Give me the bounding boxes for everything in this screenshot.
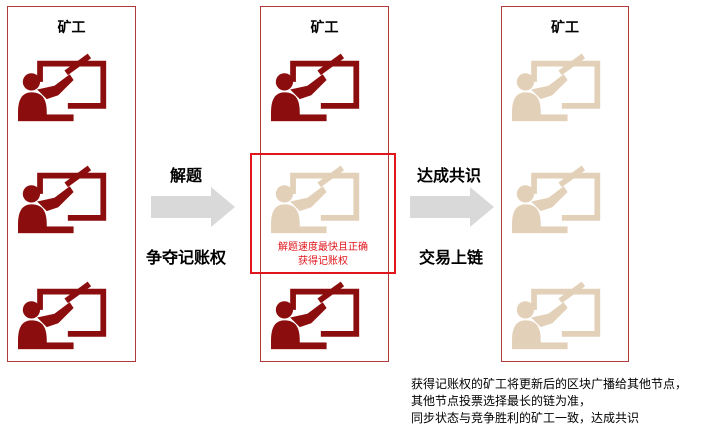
- step-consensus-label: 达成共识: [417, 166, 482, 185]
- miner-presenter-icon: [271, 281, 363, 356]
- miner-presenter-icon: [271, 53, 363, 128]
- winner-caption-line-1: 解题速度最快且正确: [278, 242, 368, 253]
- miner-presenter-icon: [18, 53, 110, 128]
- miner-presenter-icon: [512, 281, 604, 356]
- note-line-2: 其他节点投票选择最长的链为准，: [411, 394, 592, 408]
- step-compete-label: 争夺记账权: [146, 248, 227, 267]
- panel-title: 矿工: [310, 20, 339, 36]
- winner-caption-line-2: 获得记账权: [298, 256, 348, 267]
- note-line-3: 同步状态与竞争胜利的矿工一致，达成共识: [411, 411, 640, 425]
- step-solve-label: 解题: [170, 166, 203, 185]
- miner-panel-1: 矿工: [7, 6, 136, 362]
- miner-presenter-icon: [18, 281, 110, 356]
- winner-highlight-box: 解题速度最快且正确 获得记账权: [250, 153, 396, 274]
- step-onchain-label: 交易上链: [419, 248, 484, 267]
- panel-title: 矿工: [57, 20, 86, 36]
- miner-presenter-icon: [512, 165, 604, 240]
- miner-panel-3: 矿工: [501, 6, 629, 362]
- miner-presenter-icon: [512, 53, 604, 128]
- panel-title: 矿工: [551, 20, 579, 36]
- note-line-1: 获得记账权的矿工将更新后的区块广播给其他节点，: [411, 377, 688, 391]
- miner-panel-2: 矿工: [260, 6, 389, 362]
- arrow-right-icon: [151, 187, 235, 227]
- miner-presenter-icon: [18, 165, 110, 240]
- arrow-right-icon: [410, 187, 494, 227]
